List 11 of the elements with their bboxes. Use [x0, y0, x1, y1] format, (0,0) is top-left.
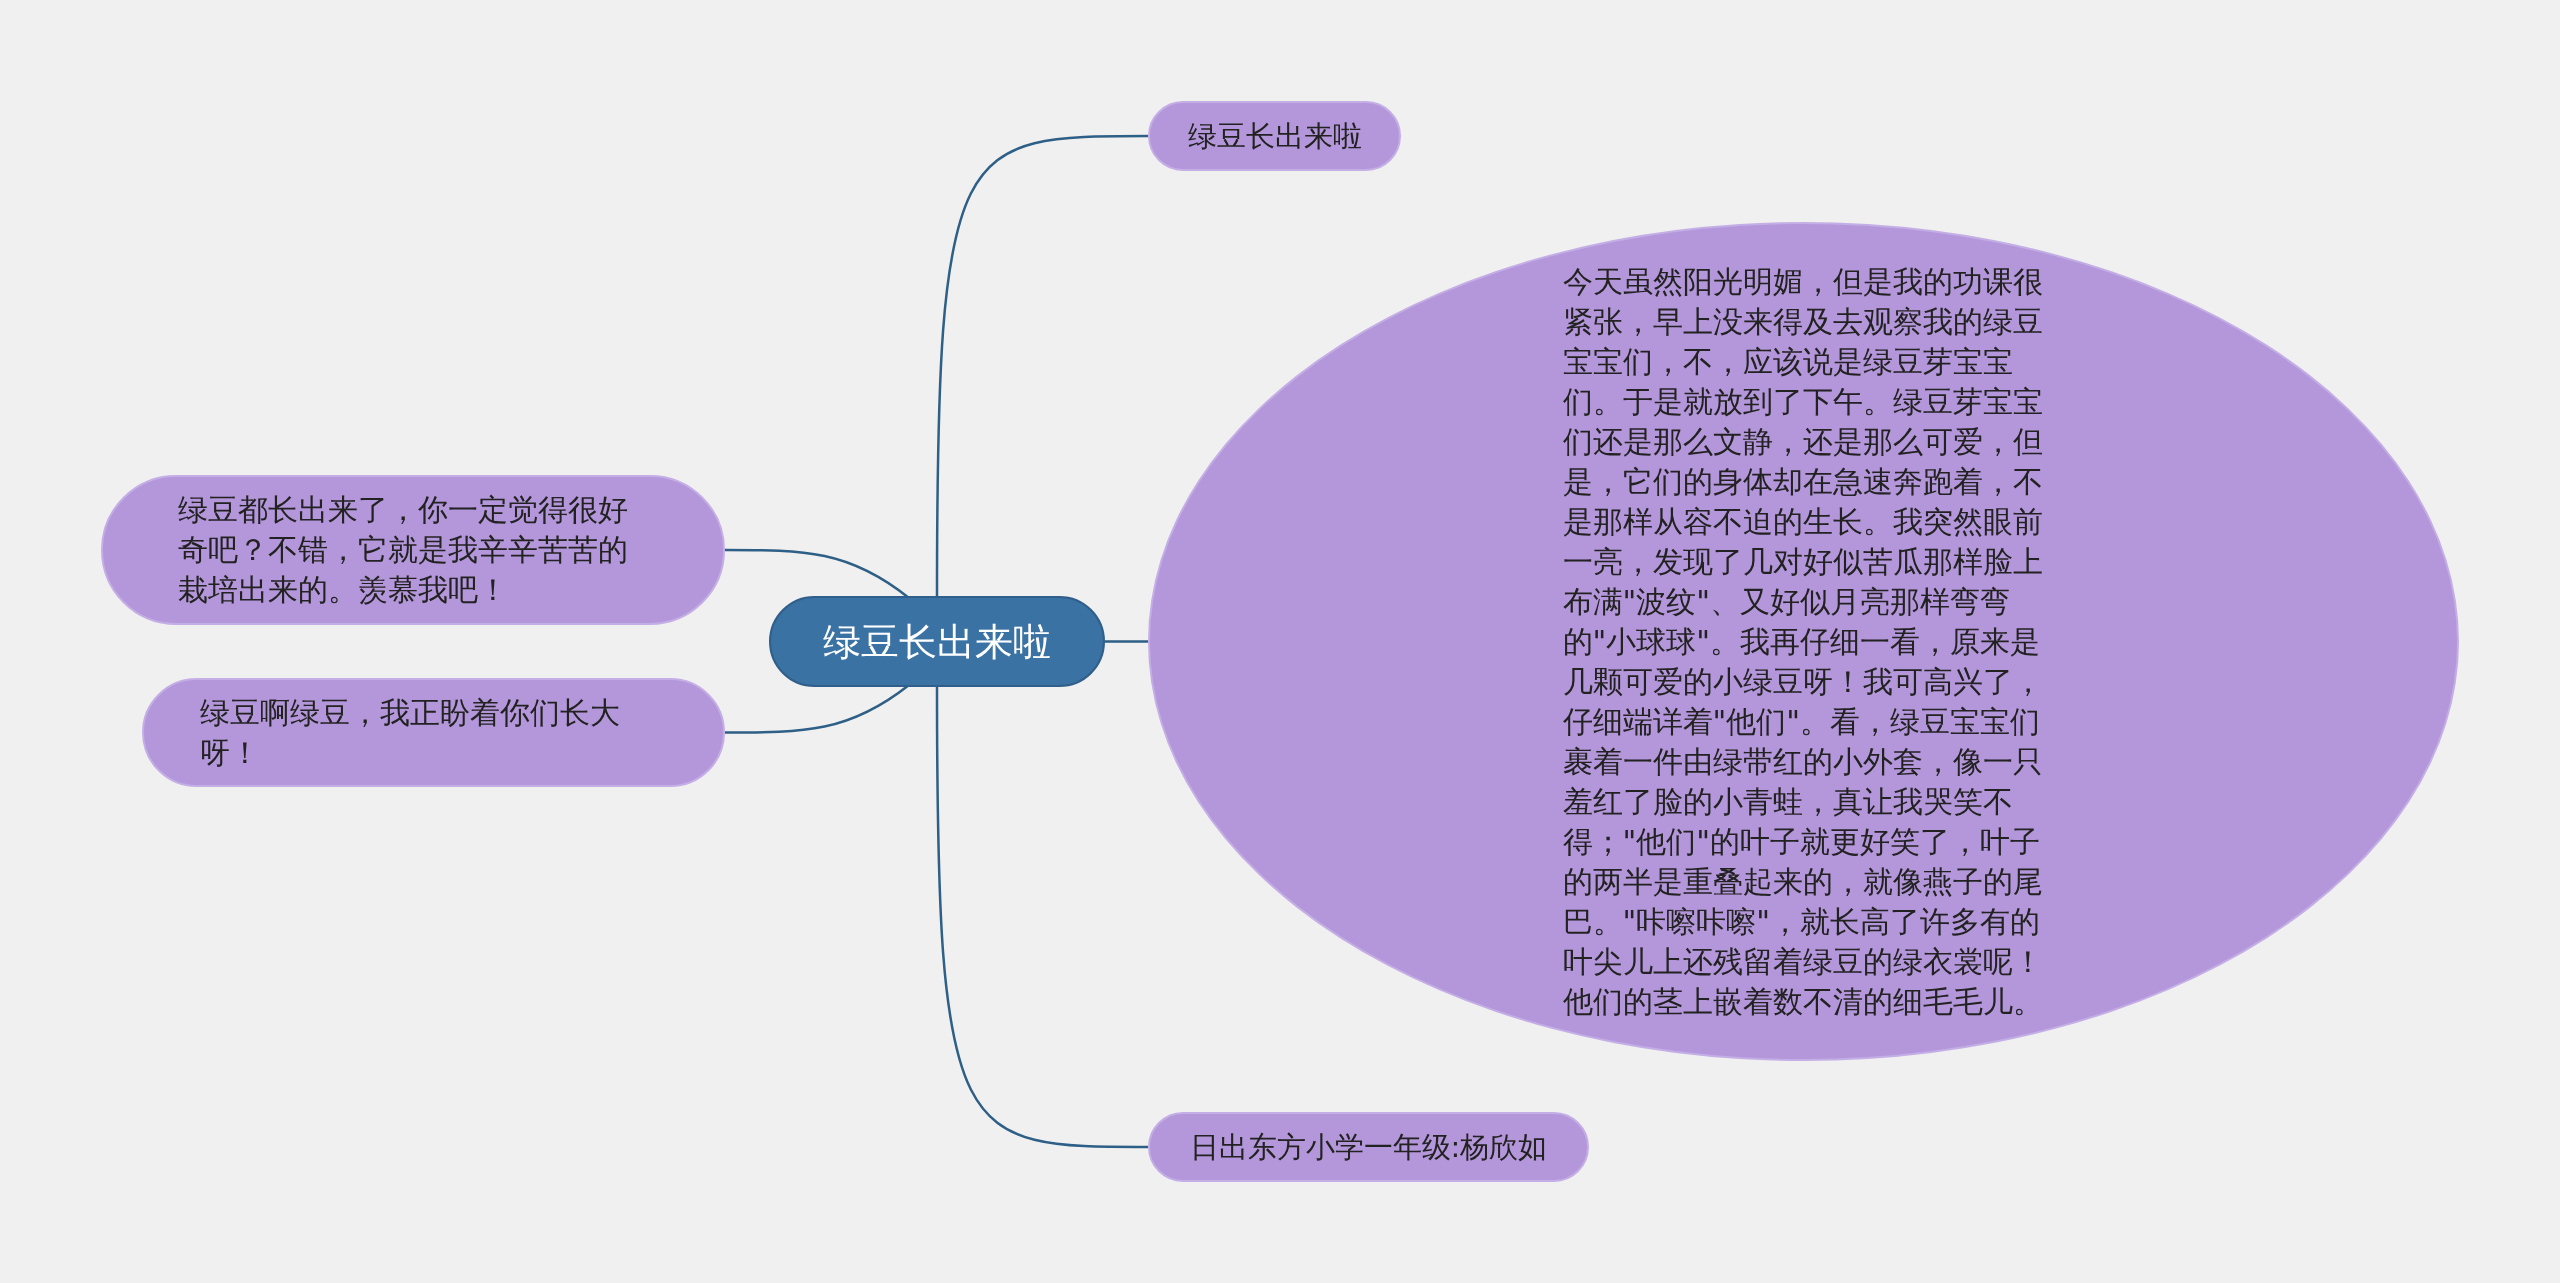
topic-text: 日出东方小学一年级:杨欣如	[1189, 1129, 1548, 1166]
topic-text: 绿豆啊绿豆，我正盼着你们长大呀！	[199, 693, 621, 772]
topic-text: 绿豆长出来啦	[1187, 118, 1362, 155]
connector-line	[935, 687, 1148, 1149]
connector-line	[1105, 640, 1148, 643]
topic-text: 今天虽然阳光明媚，但是我的功课很紧张，早上没来得及去观察我的绿豆宝宝们，不，应该说是绿豆芽宝宝们。于是就放到了下午。绿豆芽宝宝们还是那么文静，还是那么可爱，但是，它们的身体却在急速奔跑着，不是那样从容不迫的生长。我突然眼前一亮，发现了几对好似苦瓜那样脸上布满"波纹"、又好似月亮那样弯弯的"小球球"。我再仔细一看，原来是几颗可爱的小绿豆呀！我可高兴了，仔细端详着"他们"。看，绿豆宝宝们裹着一件由绿带红的小外套，像一只羞红了脸的小青蛙，真让我哭笑不得；"他们"的叶子就更好笑了，叶子的两半是重叠起来的，就像燕子的尾巴。"咔嚓咔嚓"，就长高了许多有的叶尖儿上还残留着绿豆的绿衣裳呢！他们的茎上嵌着数不清的细毛毛儿。	[1562, 262, 2044, 1021]
topic-text: 绿豆都长出来了，你一定觉得很好奇吧？不错，它就是我辛辛苦苦的栽培出来的。羡慕我吧！	[177, 491, 629, 609]
connector-line	[725, 684, 910, 734]
connector-line	[935, 134, 1148, 596]
topic-text: 绿豆长出来啦	[823, 618, 1051, 666]
connector-line	[725, 548, 910, 599]
